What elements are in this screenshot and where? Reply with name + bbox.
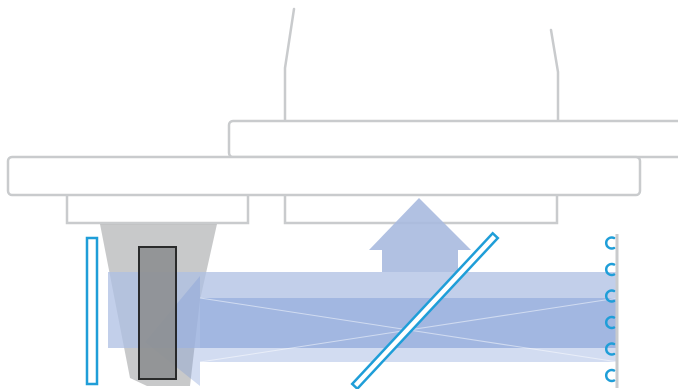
upper-plate — [227, 119, 678, 159]
up-arrow — [369, 198, 471, 272]
beam-splitter-plate — [350, 231, 500, 389]
support-lines — [283, 7, 560, 122]
return-arrow — [145, 276, 618, 386]
detector-hook — [604, 368, 616, 383]
left-mirror — [85, 236, 99, 386]
detector-hook — [604, 236, 616, 250]
left-support-line — [283, 7, 296, 122]
lower-plate — [6, 155, 642, 197]
right-support-line — [549, 28, 560, 122]
right-array — [604, 234, 619, 388]
left-foot — [65, 196, 250, 225]
detector-hook — [604, 262, 616, 277]
dark-block — [138, 246, 177, 380]
beam-splitter — [350, 231, 500, 389]
detector-hook — [604, 289, 616, 303]
detector-hook — [604, 342, 616, 356]
detector-hook — [604, 315, 616, 330]
